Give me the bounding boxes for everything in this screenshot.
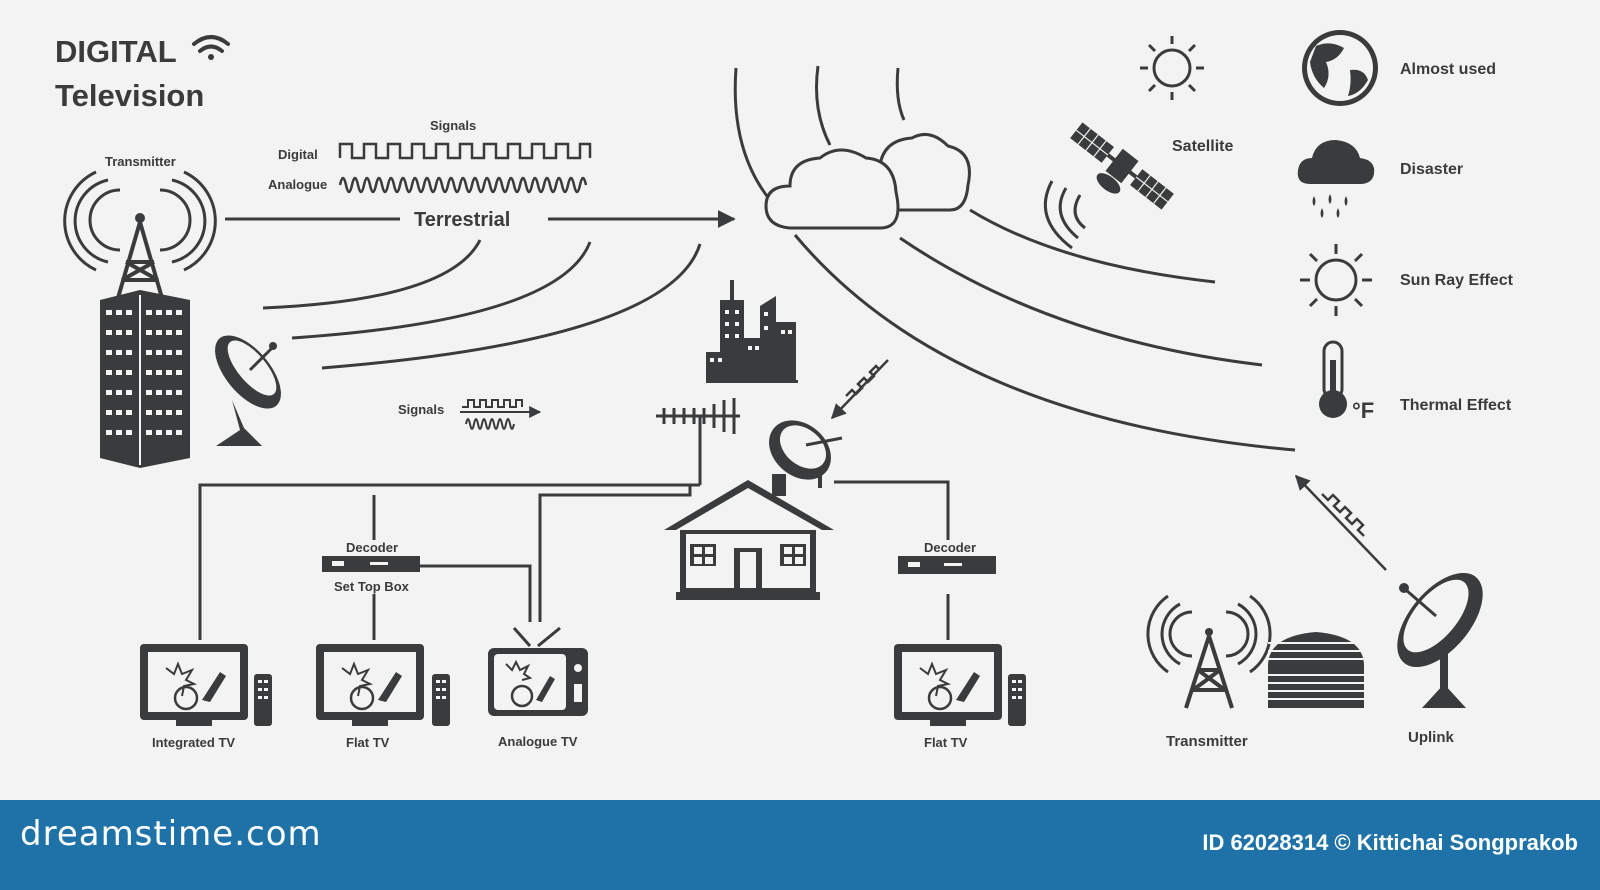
flat-tv-right-icon bbox=[894, 644, 1026, 726]
digital-waveform bbox=[338, 142, 592, 160]
small-digital-waveform bbox=[462, 399, 523, 408]
analogue-tv-label: Analogue TV bbox=[498, 734, 578, 749]
footer-credit: ID 62028314 © Kittichai Songprakob bbox=[1202, 830, 1578, 855]
set-top-box-label: Set Top Box bbox=[334, 579, 410, 594]
cloud-icon bbox=[764, 132, 971, 230]
satellite-dish-icon bbox=[215, 335, 281, 446]
cable-lines bbox=[198, 480, 950, 640]
title-digital: DIGITAL bbox=[55, 34, 177, 69]
signals-label: Signals bbox=[430, 118, 476, 133]
satellite-label: Satellite bbox=[1172, 138, 1233, 155]
city-windows bbox=[710, 310, 792, 362]
digital-label: Digital bbox=[278, 147, 318, 162]
rain-cloud-icon bbox=[1297, 140, 1375, 218]
uplink-label: Uplink bbox=[1408, 729, 1454, 746]
city-buildings-icon bbox=[706, 280, 798, 383]
legend-label-disaster: Disaster bbox=[1400, 161, 1463, 178]
station-building-icon bbox=[1268, 632, 1364, 708]
transmitter-label: Transmitter bbox=[105, 154, 176, 169]
globe-icon bbox=[1302, 30, 1378, 106]
thermometer-unit: °F bbox=[1352, 398, 1374, 423]
satellite-signal-waves bbox=[1043, 180, 1086, 250]
flat-tv-left-icon bbox=[316, 644, 450, 726]
legend-label-sun-ray-effect: Sun Ray Effect bbox=[1400, 272, 1514, 289]
footer-bar: dreamstime.com ID 62028314 © Kittichai S… bbox=[0, 800, 1600, 890]
legend-label-thermal-effect: Thermal Effect bbox=[1400, 397, 1512, 414]
uplink-signal-arrow bbox=[1294, 474, 1387, 571]
set-top-box-icon bbox=[322, 556, 420, 572]
broadcast-tower-building-icon bbox=[63, 170, 217, 468]
flat-tv-left-label: Flat TV bbox=[346, 735, 390, 750]
title-television: Television bbox=[55, 78, 204, 113]
thermometer-icon bbox=[1319, 340, 1347, 418]
legend-label-almost-used: Almost used bbox=[1400, 61, 1496, 78]
flat-tv-right-label: Flat TV bbox=[924, 735, 968, 750]
analogue-label: Analogue bbox=[268, 177, 327, 192]
terrestrial-wave-curves bbox=[262, 239, 702, 370]
atmosphere-arcs bbox=[733, 65, 1296, 452]
uplink-dish-icon bbox=[1397, 572, 1483, 708]
sun-icon bbox=[1140, 36, 1204, 100]
yagi-antenna-icon bbox=[656, 398, 740, 485]
ground-transmitter-label: Transmitter bbox=[1166, 733, 1248, 750]
signals-small-label: Signals bbox=[398, 402, 444, 417]
ground-transmitter-icon bbox=[1146, 594, 1272, 709]
analogue-waveform bbox=[338, 176, 588, 194]
satellite-icon bbox=[1070, 122, 1174, 210]
decoder-left-label: Decoder bbox=[346, 540, 398, 555]
downlink-signal-arrow bbox=[830, 359, 889, 420]
sun-ray-icon bbox=[1300, 244, 1372, 316]
footer-logo[interactable]: dreamstime.com bbox=[20, 814, 322, 854]
integrated-tv-label: Integrated TV bbox=[152, 735, 235, 750]
integrated-tv-icon bbox=[140, 644, 272, 726]
house-dish-icon bbox=[769, 420, 843, 488]
terrestrial-label: Terrestrial bbox=[414, 209, 510, 231]
decoder-box-icon bbox=[898, 556, 996, 574]
house-icon bbox=[664, 474, 834, 600]
small-analogue-waveform bbox=[465, 418, 515, 430]
wifi-icon bbox=[192, 35, 230, 60]
analogue-tv-icon bbox=[488, 626, 588, 716]
decoder-right-label: Decoder bbox=[924, 540, 976, 555]
